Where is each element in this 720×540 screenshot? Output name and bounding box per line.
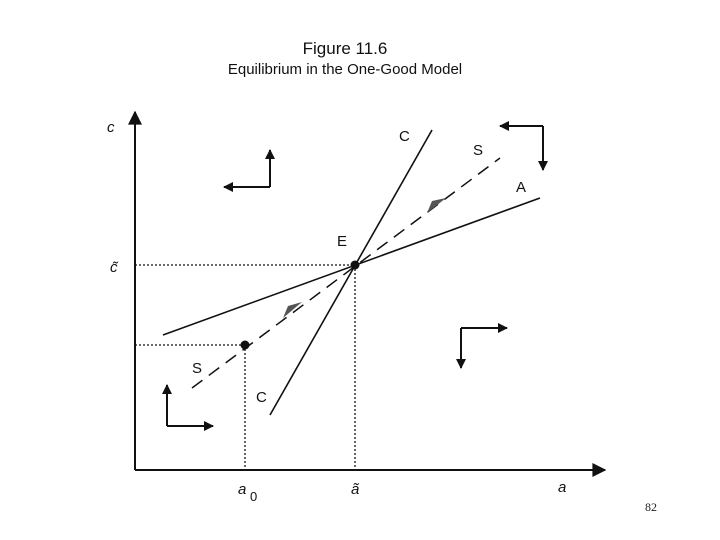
saddle-label-bottom: S [192,360,202,377]
initial-point [240,340,250,350]
y-axis-label: c [107,119,115,136]
a0-label: a [238,481,246,498]
phase-arrows-upper-right [499,121,548,171]
phase-arrows-upper-left [223,149,275,192]
equilibrium-point [350,260,360,270]
a0-subscript: 0 [250,489,257,504]
c-curve [269,129,433,416]
phase-arrows-lower-right [456,323,508,369]
c-curve-label-bottom: C [256,389,267,406]
equilibrium-label: E [337,233,347,250]
saddle-label-top: S [473,142,483,159]
saddle-path [191,157,501,389]
saddle-arrow-upper [427,198,446,213]
page-number: 82 [645,500,657,514]
c-curve-label-top: C [399,128,410,145]
phase-arrows-lower-left [162,384,214,431]
a-tilde-label: ã [351,481,360,498]
a-curve-label: A [516,179,526,196]
figure-subtitle: Equilibrium in the One-Good Model [228,61,462,78]
saddle-arrow-lower [283,302,302,318]
figure-title: Figure 11.6 [303,39,388,58]
x-axis-label: a [558,479,566,496]
c-tilde-label: c̃ [110,259,119,276]
